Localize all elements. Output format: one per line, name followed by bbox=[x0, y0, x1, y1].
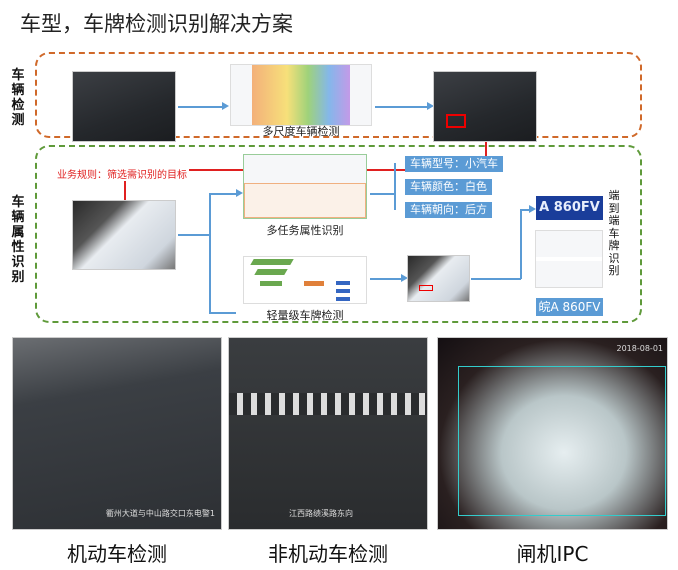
multiscale-detection-diagram bbox=[230, 64, 372, 126]
attribute-recognition-label: 车辆属性识别 bbox=[11, 195, 25, 285]
attribute-tag-model: 车辆型号：小汽车 bbox=[405, 156, 503, 172]
flow-arrow bbox=[375, 106, 427, 108]
vehicle-crop-image bbox=[72, 200, 176, 270]
page-title: 车型，车牌检测识别解决方案 bbox=[20, 12, 293, 36]
feature-layer bbox=[304, 281, 324, 286]
crosswalk bbox=[229, 393, 427, 415]
vehicle-detection-label: 车辆检测 bbox=[11, 68, 25, 128]
arrow-head-icon bbox=[427, 102, 434, 110]
business-rule-text: 业务规则：筛选需识别的目标 bbox=[55, 166, 189, 181]
detected-scene-image bbox=[433, 71, 537, 142]
plate-box bbox=[419, 285, 433, 291]
caption-gate-ipc: 闸机IPC bbox=[516, 542, 589, 566]
attribute-tag-color: 车辆颜色：白色 bbox=[405, 179, 492, 195]
traffic-scene-image bbox=[72, 71, 176, 142]
flow-line bbox=[209, 193, 211, 313]
detection-box bbox=[446, 114, 466, 128]
multitask-branch bbox=[244, 183, 366, 218]
gate-ipc-image: 2018-08-01 bbox=[437, 337, 668, 530]
flow-line bbox=[520, 209, 529, 211]
plate-detection-caption: 轻量级车牌检测 bbox=[266, 309, 344, 322]
flow-line bbox=[209, 312, 236, 314]
arrow-head-icon bbox=[401, 274, 408, 282]
camera-overlay-text: 衢州大道与中山路交口东电警1 bbox=[105, 509, 215, 518]
detection-box bbox=[458, 366, 666, 516]
plate-image: A 860FV bbox=[536, 196, 603, 220]
flow-line bbox=[370, 193, 394, 195]
vehicle-detection-section bbox=[35, 52, 642, 138]
flow-arrow bbox=[178, 106, 222, 108]
flow-line bbox=[394, 163, 396, 210]
output-heads bbox=[336, 281, 350, 301]
flow-line bbox=[370, 278, 401, 280]
feature-layer bbox=[250, 259, 294, 265]
caption-motor-vehicle: 机动车检测 bbox=[67, 542, 167, 566]
camera-overlay-text: 江西路绩溪路东向 bbox=[289, 509, 353, 518]
arrow-head-icon bbox=[529, 205, 536, 213]
multitask-caption: 多任务属性识别 bbox=[266, 224, 344, 237]
e2e-recognition-diagram bbox=[535, 230, 603, 288]
attribute-tag-orientation: 车辆朝向：后方 bbox=[405, 202, 492, 218]
camera-overlay-text: 2018-08-01 bbox=[616, 344, 664, 353]
flow-line bbox=[178, 234, 210, 236]
plate-detected-image bbox=[407, 255, 470, 302]
caption-non-motor-vehicle: 非机动车检测 bbox=[268, 542, 388, 566]
multiscale-detection-caption: 多尺度车辆检测 bbox=[262, 125, 340, 138]
plate-result: 皖A 860FV bbox=[536, 298, 603, 316]
motor-vehicle-detection-image: 衢州大道与中山路交口东电警1 bbox=[12, 337, 222, 530]
feature-layer bbox=[254, 269, 288, 275]
arrow-head-icon bbox=[222, 102, 229, 110]
flow-line bbox=[520, 209, 522, 279]
e2e-label: 端到端车牌识别 bbox=[608, 189, 620, 277]
flow-line bbox=[471, 278, 521, 280]
non-motor-vehicle-detection-image: 江西路绩溪路东向 bbox=[228, 337, 428, 530]
attribute-recognition-section bbox=[35, 145, 642, 323]
arrow-head-icon bbox=[236, 189, 243, 197]
multitask-diagram bbox=[243, 154, 367, 219]
plate-detection-diagram bbox=[243, 256, 367, 304]
feature-layer bbox=[260, 281, 282, 286]
flow-line bbox=[209, 193, 236, 195]
